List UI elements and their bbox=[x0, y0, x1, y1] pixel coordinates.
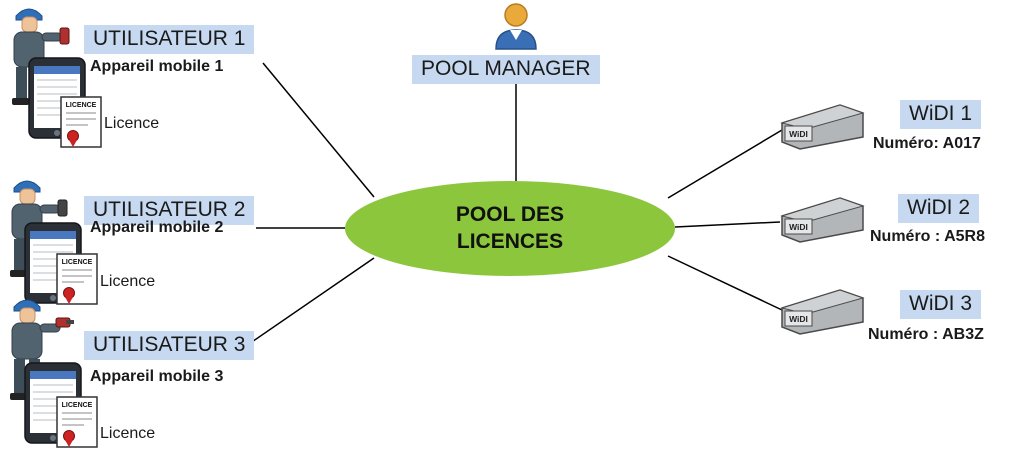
widi-1-title: WiDI 1 bbox=[900, 100, 981, 129]
pool-ellipse: POOL DES LICENCES bbox=[345, 181, 675, 276]
line-user1-to-pool bbox=[262, 62, 375, 198]
line-pool-to-widi3 bbox=[667, 255, 783, 311]
widi-device-icon: WiDI bbox=[780, 287, 865, 342]
pool-manager-avatar-icon bbox=[492, 2, 540, 55]
user-1-device-label: Appareil mobile 1 bbox=[90, 58, 224, 75]
line-pool-to-widi2 bbox=[674, 221, 781, 228]
user-1-title: UTILISATEUR 1 bbox=[84, 25, 255, 54]
svg-text:LICENCE: LICENCE bbox=[66, 102, 97, 109]
svg-text:LICENCE: LICENCE bbox=[62, 259, 93, 266]
user-3-licence-label: Licence bbox=[100, 425, 156, 442]
line-pool-to-widi1 bbox=[667, 129, 783, 199]
user-2-title: UTILISATEUR 2 bbox=[84, 196, 255, 225]
pool-label-line2: LICENCES bbox=[456, 229, 564, 253]
widi-2-title: WiDI 2 bbox=[898, 194, 979, 223]
svg-text:WiDI: WiDI bbox=[789, 222, 808, 232]
pool-label-line1: POOL DES bbox=[455, 203, 565, 227]
svg-text:WiDI: WiDI bbox=[789, 314, 808, 324]
line-user3-to-pool bbox=[245, 257, 375, 347]
svg-text:LICENCE: LICENCE bbox=[62, 402, 93, 409]
licence-doc-icon: LICENCE bbox=[56, 253, 98, 310]
widi-3-number: Numéro : AB3Z bbox=[868, 326, 984, 343]
licence-doc-icon: LICENCE bbox=[56, 396, 98, 453]
user-3-title: UTILISATEUR 3 bbox=[84, 331, 255, 360]
widi-2-number: Numéro : A5R8 bbox=[870, 228, 985, 245]
user-1-licence-label: Licence bbox=[104, 115, 160, 132]
user-3-device-label: Appareil mobile 3 bbox=[90, 368, 224, 385]
pool-label: POOL DES LICENCES bbox=[456, 202, 564, 255]
widi-device-icon: WiDI bbox=[780, 102, 865, 157]
svg-text:WiDI: WiDI bbox=[789, 129, 808, 139]
user-2-licence-label: Licence bbox=[100, 273, 156, 290]
licence-doc-icon: LICENCE bbox=[60, 96, 102, 153]
widi-1-number: Numéro: A017 bbox=[873, 135, 981, 152]
user-2-device-label: Appareil mobile 2 bbox=[90, 219, 224, 236]
pool-manager-label: POOL MANAGER bbox=[412, 55, 600, 84]
widi-device-icon: WiDI bbox=[780, 195, 865, 250]
widi-3-title: WiDI 3 bbox=[900, 290, 981, 319]
